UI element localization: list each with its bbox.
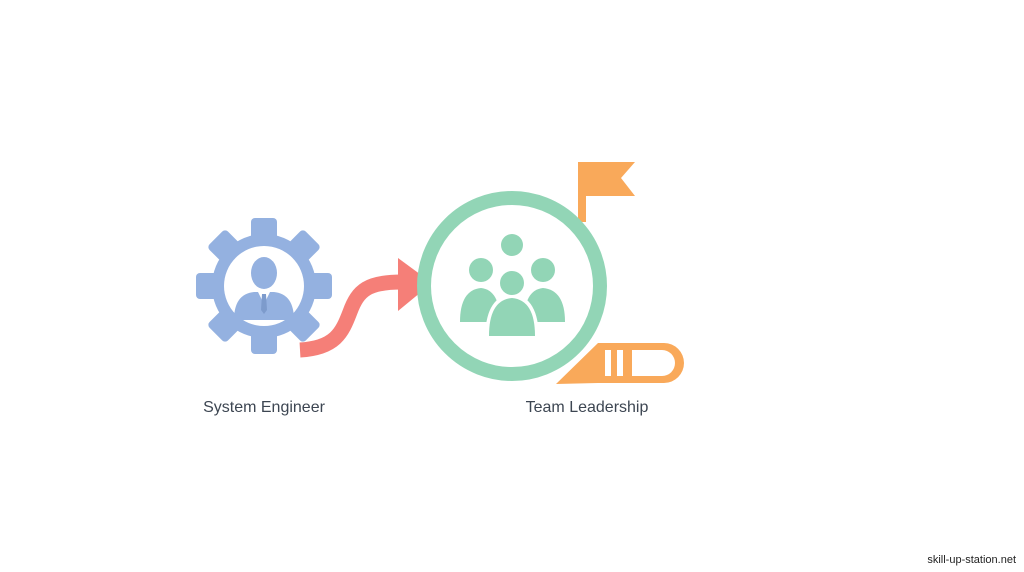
node-label-system-engineer: System Engineer — [203, 399, 325, 416]
progress-bar-icon — [556, 343, 684, 384]
gear-person-icon — [196, 218, 332, 354]
flag-icon — [578, 162, 635, 222]
node-label-team-leadership: Team Leadership — [525, 399, 649, 416]
curved-arrow-icon — [299, 258, 432, 358]
team-circle-icon — [417, 191, 607, 381]
watermark: skill-up-station.net — [927, 554, 1016, 566]
